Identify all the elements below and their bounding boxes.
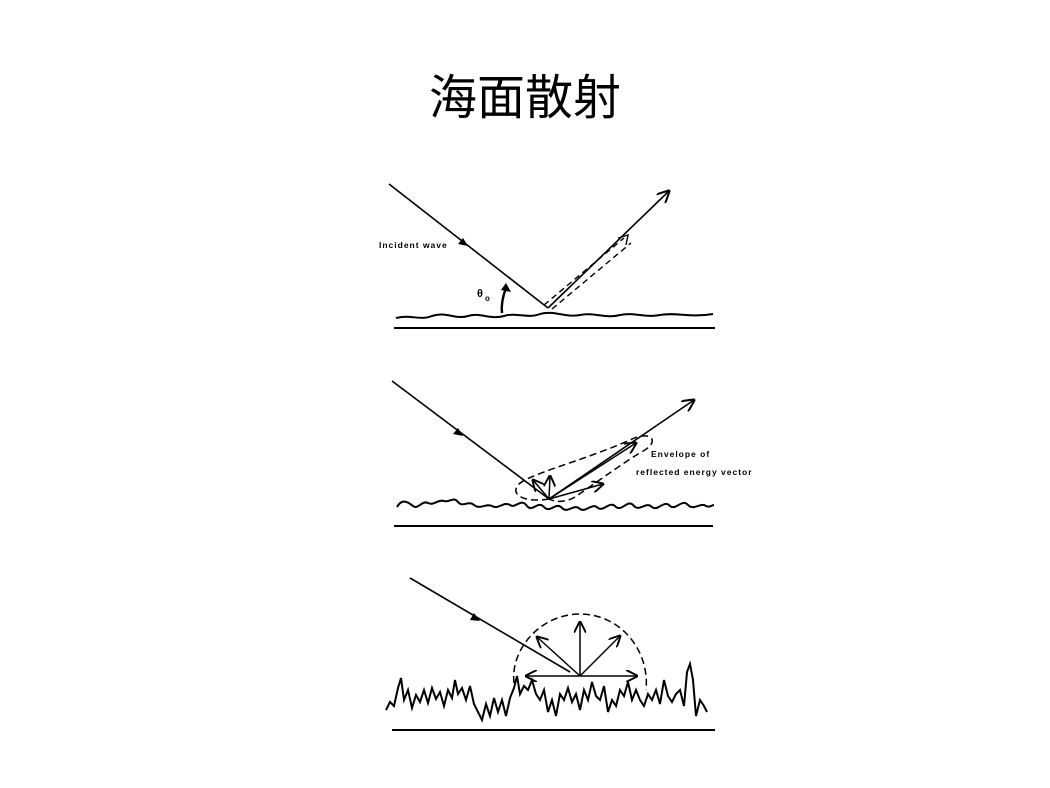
- scattered-rays: [533, 443, 636, 500]
- reflected-ray-dashed-parallel: [543, 233, 632, 310]
- grazing-angle-subscript: o: [485, 294, 490, 303]
- specular-ray: [548, 400, 694, 500]
- incident-ray: [391, 380, 550, 500]
- grazing-angle-arrow: [500, 287, 508, 314]
- incident-ray-arrowhead: [458, 238, 468, 246]
- panel-specular-reflection: Incident wave θ o: [379, 183, 715, 329]
- smooth-sea-surface: [395, 311, 714, 319]
- envelope-label-line2: reflected energy vector: [636, 467, 753, 477]
- panel-rough-scattering: Envelope of reflected energy vector: [391, 380, 753, 527]
- incident-ray: [409, 577, 571, 673]
- incident-wave-label: Incident wave: [379, 240, 448, 250]
- incident-ray-arrowhead: [470, 613, 480, 621]
- reflected-energy-envelope: [515, 435, 653, 503]
- incident-ray-arrowhead: [453, 428, 463, 436]
- grazing-angle-arrowhead: [501, 283, 511, 292]
- diffuse-scattered-rays: [526, 622, 637, 676]
- reflected-ray: [547, 191, 669, 309]
- page-title: 海面散射: [428, 70, 621, 126]
- rough-sea-surface: [396, 498, 715, 511]
- very-rough-sea-surface: [385, 660, 708, 723]
- grazing-angle-symbol: θ: [477, 288, 483, 300]
- envelope-label-line1: Envelope of: [651, 449, 710, 459]
- incident-ray: [388, 183, 549, 309]
- panel-diffuse-scattering: [385, 577, 715, 731]
